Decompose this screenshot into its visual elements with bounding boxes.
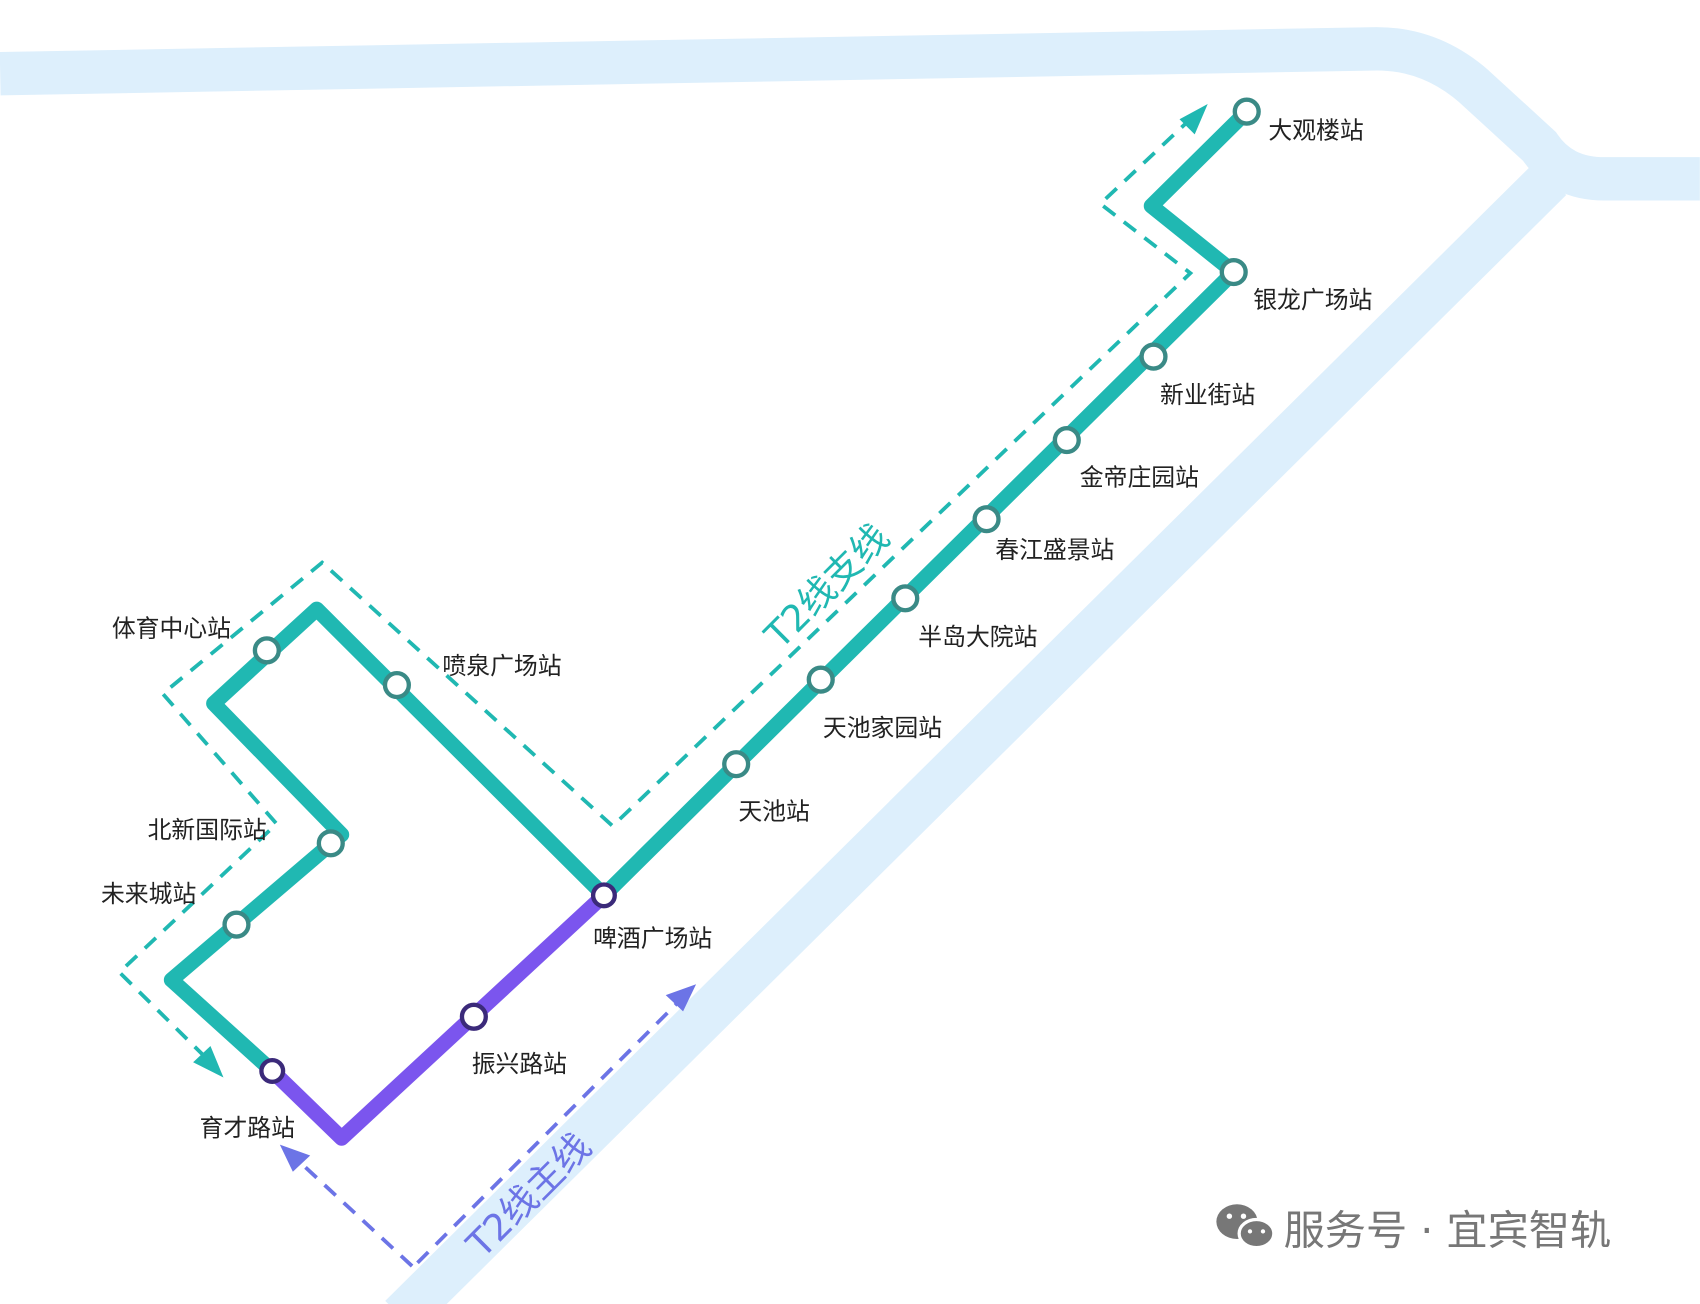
station-daguanlou[interactable] (1232, 97, 1261, 126)
main-dash-route-2 (416, 998, 683, 1265)
river-top (0, 27, 1700, 201)
label-weilaicheng: 未来城站 (101, 880, 196, 908)
watermark-text: 服务号 · 宜宾智轨 (1284, 1206, 1612, 1254)
arrow-icon (1179, 104, 1208, 135)
station-jindi[interactable] (1052, 425, 1081, 455)
rivers (0, 27, 1700, 1304)
label-beixin: 北新国际站 (148, 816, 267, 844)
station-beixin[interactable] (316, 829, 345, 858)
branch-dash-route (116, 115, 1194, 1062)
label-chunjiang: 春江盛景站 (995, 536, 1114, 564)
station-labels: 大观楼站 银龙广场站 新业街站 金帝庄园站 春江盛景站 半岛大院站 天池家园站 … (101, 117, 1372, 1142)
station-pijiu[interactable] (590, 882, 617, 909)
main-dash-route-1 (293, 1156, 414, 1268)
label-tianchijiayuan: 天池家园站 (823, 714, 942, 742)
arrow-icon (665, 984, 697, 1012)
station-yucai[interactable] (259, 1057, 286, 1084)
label-penquan: 喷泉广场站 (442, 652, 561, 680)
arrow-icon (193, 1046, 224, 1078)
arrow-icon (279, 1144, 311, 1172)
label-tiyu: 体育中心站 (112, 614, 231, 642)
main-line (266, 889, 610, 1146)
watermark: 服务号 · 宜宾智轨 (1216, 1204, 1611, 1254)
main-line-label: T2线主线 (458, 1125, 600, 1267)
label-xinyejie: 新业街站 (1160, 381, 1255, 409)
label-daguanlou: 大观楼站 (1268, 117, 1363, 145)
label-jindi: 金帝庄园站 (1080, 464, 1199, 492)
wechat-icon (1216, 1204, 1276, 1250)
label-zhenxing: 振兴路站 (472, 1050, 567, 1078)
station-yinlong[interactable] (1219, 257, 1248, 287)
label-yinlong: 银龙广场站 (1253, 286, 1372, 314)
station-tianchi[interactable] (722, 750, 751, 779)
station-chunjiang[interactable] (972, 505, 1001, 534)
river-diagonal (385, 162, 1567, 1304)
station-weilaicheng[interactable] (222, 910, 251, 939)
dashed-routes (116, 115, 1194, 1268)
label-yucai: 育才路站 (200, 1114, 295, 1142)
station-xinyejie[interactable] (1139, 342, 1168, 371)
label-pijiu: 啤酒广场站 (593, 924, 712, 952)
station-zhenxing[interactable] (459, 1002, 488, 1031)
label-bandao: 半岛大院站 (918, 623, 1037, 651)
station-tiyu[interactable] (252, 636, 281, 665)
label-tianchi: 天池站 (738, 797, 809, 825)
station-penquan[interactable] (382, 670, 411, 700)
station-tianchijiayuan[interactable] (806, 665, 835, 694)
station-bandao[interactable] (891, 584, 920, 613)
stations[interactable] (222, 97, 1261, 1084)
